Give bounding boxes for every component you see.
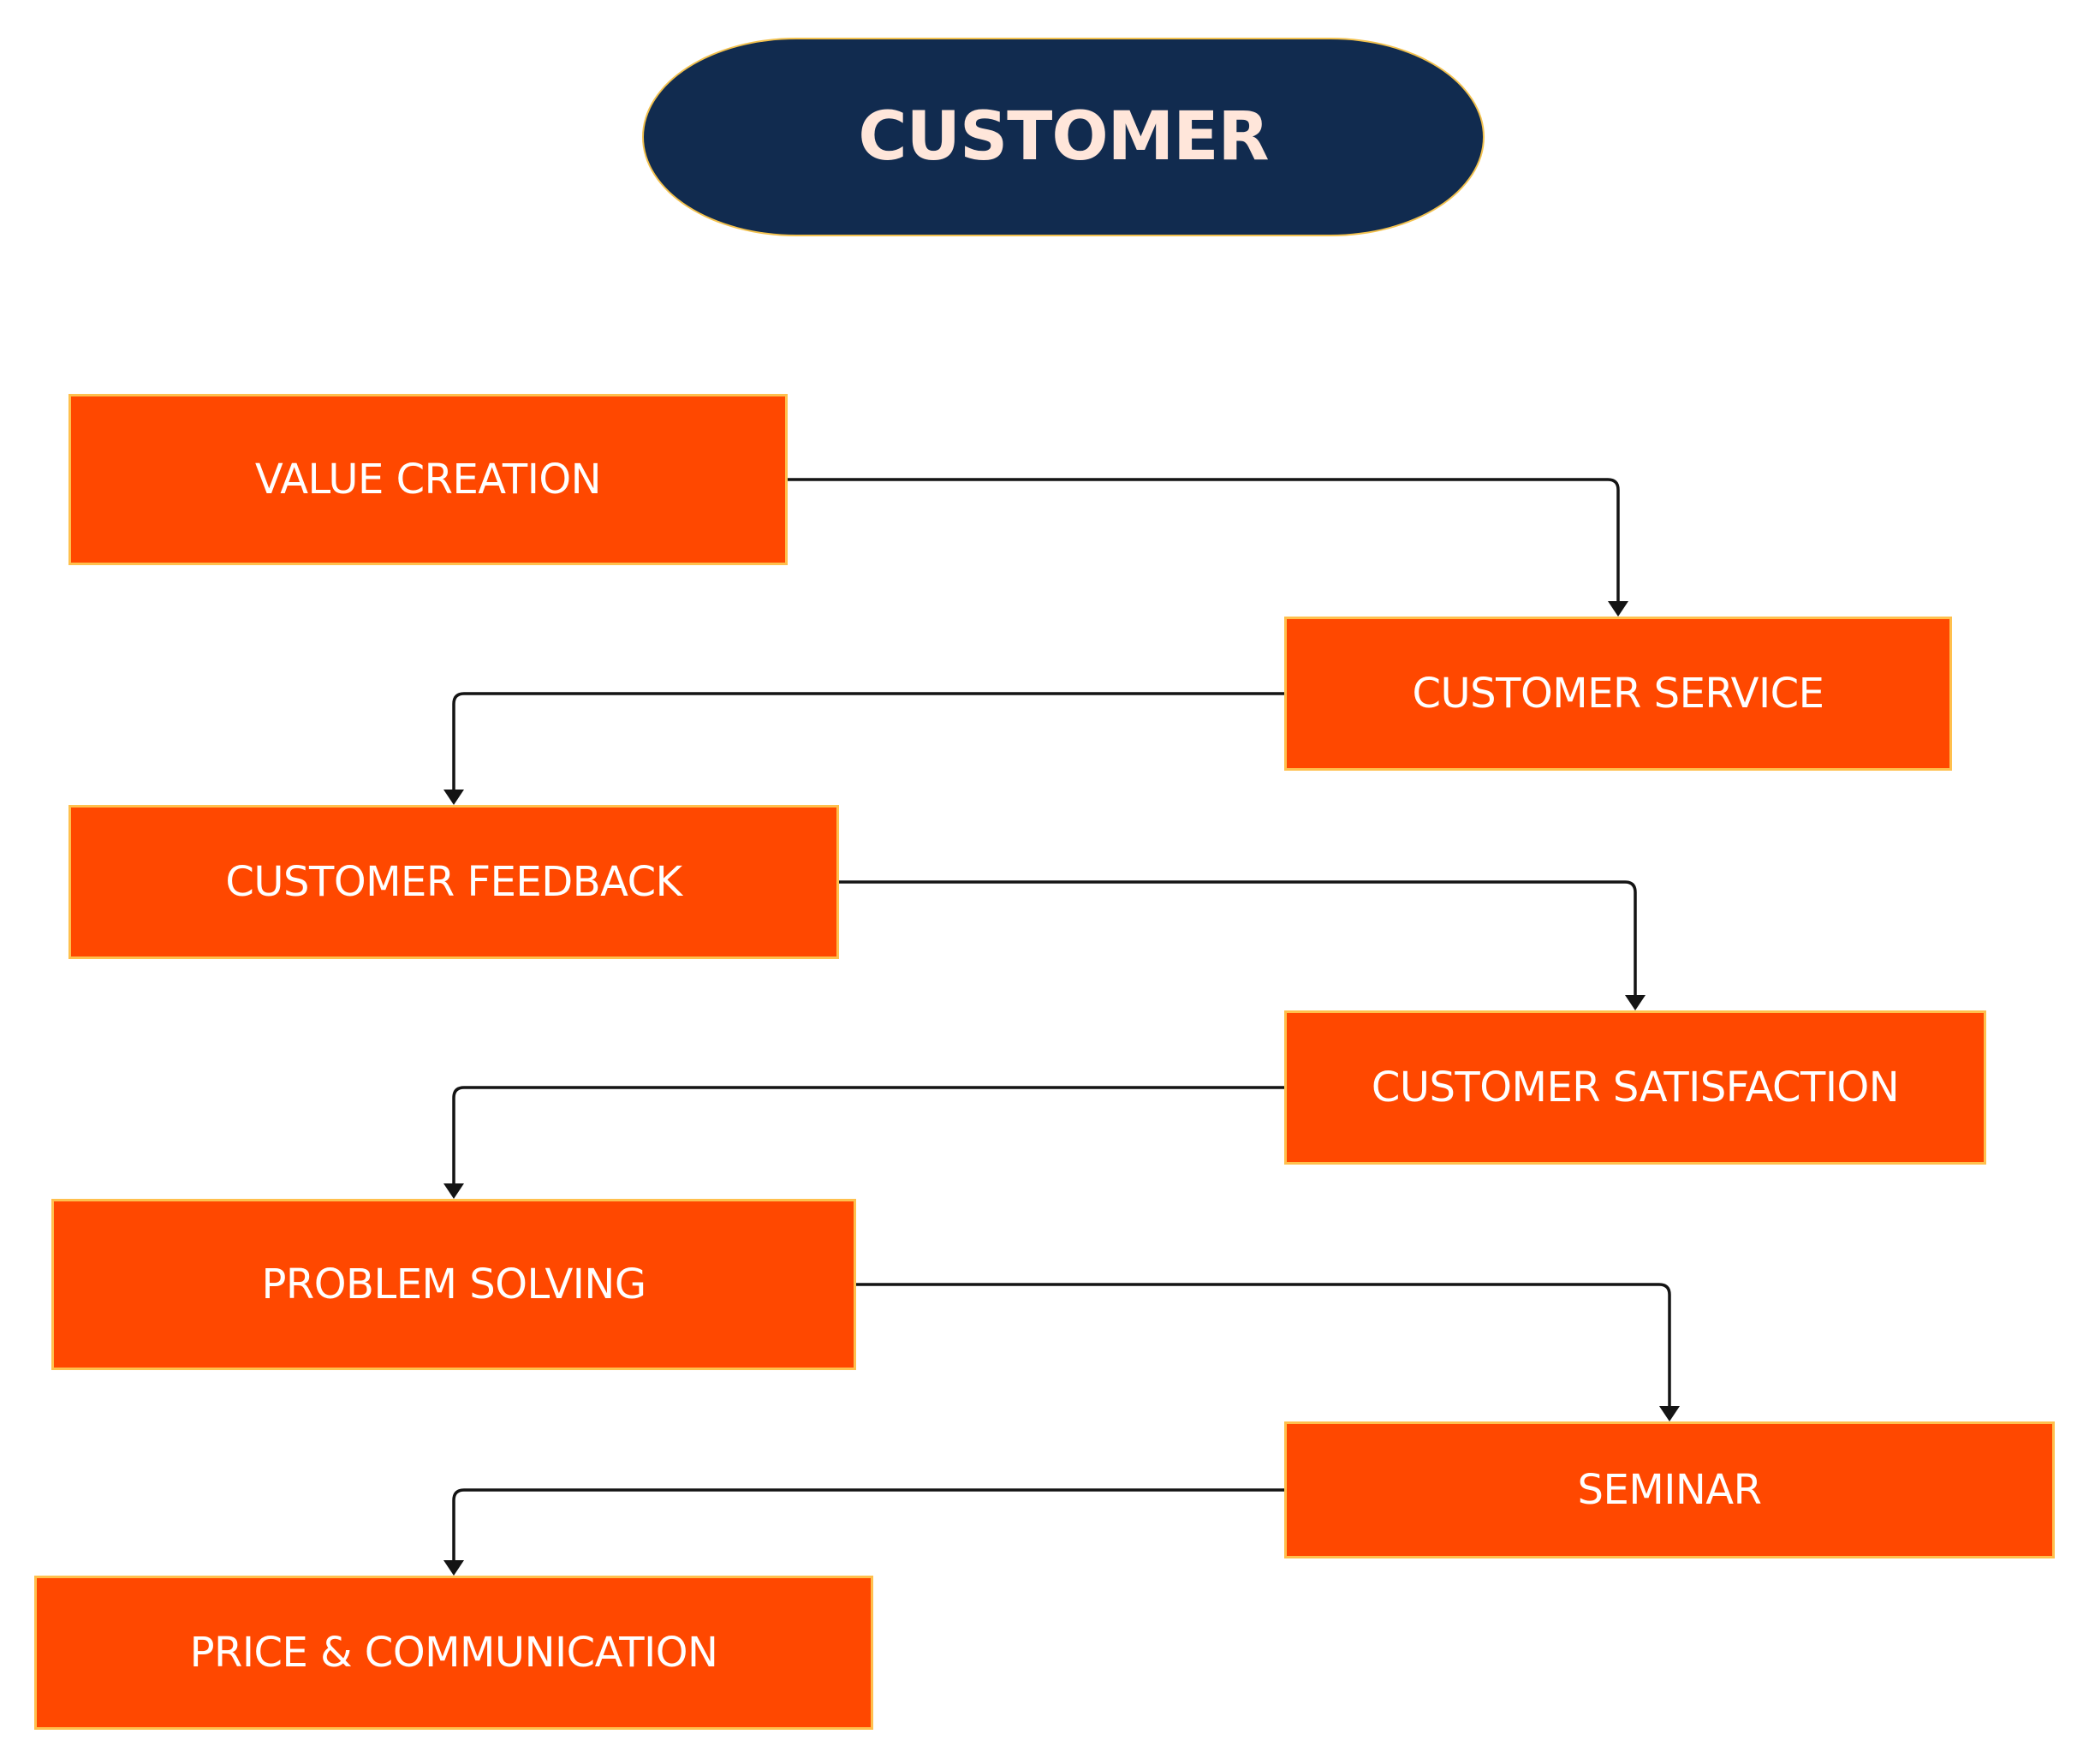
arrowhead-icon: [1608, 601, 1628, 617]
arrowhead-icon: [443, 1183, 464, 1199]
title-node-customer[interactable]: CUSTOMER: [642, 38, 1485, 236]
node-seminar[interactable]: SEMINAR: [1284, 1421, 2055, 1558]
node-label: PRICE & COMMUNICATION: [189, 1629, 718, 1677]
node-customer-satisfaction[interactable]: CUSTOMER SATISFACTION: [1284, 1010, 1986, 1165]
arrowhead-icon: [1659, 1406, 1680, 1421]
arrowhead-icon: [443, 790, 464, 805]
node-customer-service[interactable]: CUSTOMER SERVICE: [1284, 617, 1952, 771]
node-label: CUSTOMER SATISFACTION: [1371, 1064, 1900, 1111]
node-label: CUSTOMER FEEDBACK: [225, 858, 682, 906]
node-problem-solving[interactable]: PROBLEM SOLVING: [51, 1199, 856, 1370]
node-label: PROBLEM SOLVING: [261, 1260, 646, 1308]
connector-problem-solving-to-seminar: [856, 1283, 1671, 1406]
title-label: CUSTOMER: [858, 98, 1269, 176]
node-price-communication[interactable]: PRICE & COMMUNICATION: [34, 1576, 873, 1730]
connector-value-creation-to-customer-service: [788, 478, 1620, 601]
node-label: SEMINAR: [1577, 1466, 1762, 1514]
connector-seminar-to-price-communication: [452, 1488, 1284, 1560]
connector-customer-satisfaction-to-problem-solving: [452, 1086, 1284, 1183]
arrowhead-icon: [1625, 995, 1646, 1010]
node-label: CUSTOMER SERVICE: [1412, 670, 1824, 718]
node-label: VALUE CREATION: [254, 456, 602, 504]
connector-customer-feedback-to-customer-satisfaction: [839, 880, 1637, 995]
node-value-creation[interactable]: VALUE CREATION: [68, 394, 788, 565]
arrowhead-icon: [443, 1560, 464, 1576]
node-customer-feedback[interactable]: CUSTOMER FEEDBACK: [68, 805, 839, 959]
connector-customer-service-to-customer-feedback: [452, 692, 1284, 790]
